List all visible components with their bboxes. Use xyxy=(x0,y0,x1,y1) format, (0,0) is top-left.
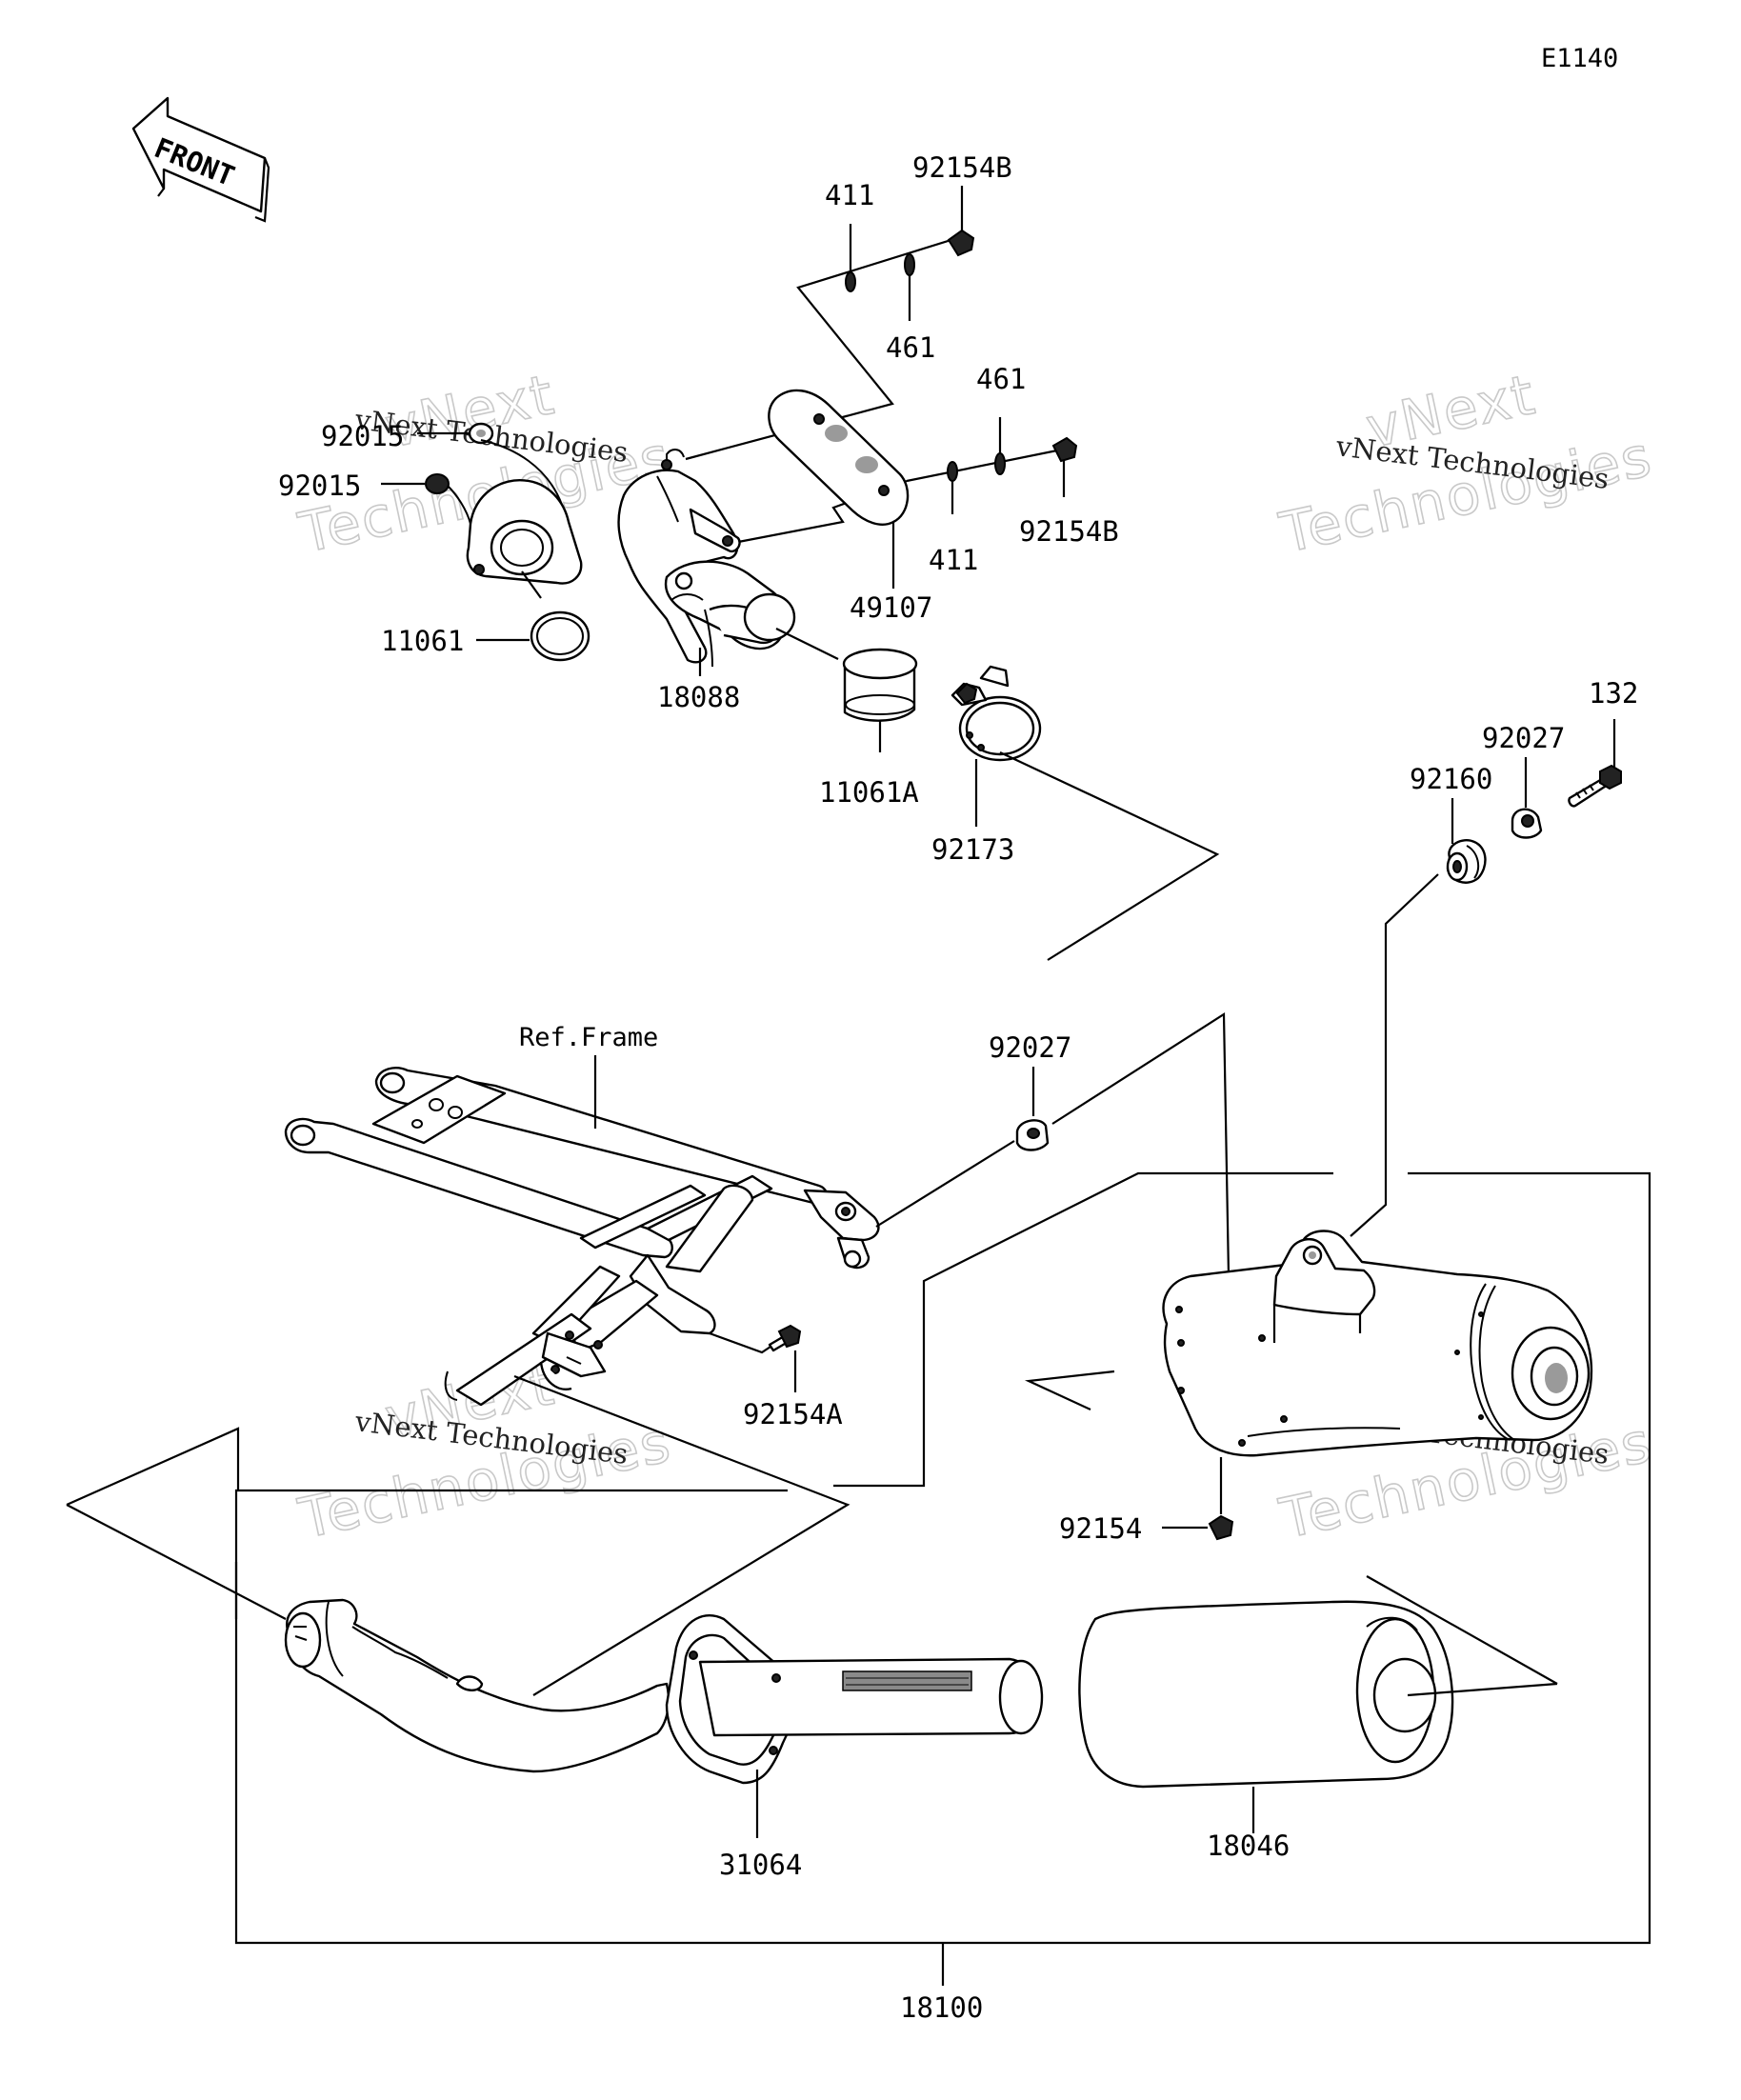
nut-92015-b xyxy=(425,473,450,494)
washer-411-mid xyxy=(947,461,958,482)
callout-18100: 18100 xyxy=(900,1991,983,2024)
silencer-18046 xyxy=(1078,1600,1454,1789)
front-arrow: FRONT xyxy=(131,96,270,223)
callout-11061A: 11061A xyxy=(819,776,919,809)
callout-92154A: 92154A xyxy=(743,1398,843,1430)
heat-guard-49107 xyxy=(768,389,910,526)
callout-31064: 31064 xyxy=(719,1849,802,1881)
grommet-92160 xyxy=(1446,839,1487,884)
figure-code: E1140 xyxy=(1541,44,1618,73)
bolt-92154B-mid xyxy=(1051,436,1078,463)
callout-labels: 92154B 411 461 461 92154B 411 49107 9201… xyxy=(278,151,1638,2024)
callout-132: 132 xyxy=(1589,677,1638,710)
ref-frame-label: Ref.Frame xyxy=(519,1023,658,1052)
callout-49107: 49107 xyxy=(850,591,932,624)
header-pipe-18088 xyxy=(617,449,796,668)
exhaust-pipe-31064 xyxy=(284,1598,1044,1785)
callout-18088: 18088 xyxy=(657,681,740,713)
callout-92015-a: 92015 xyxy=(321,420,404,452)
callout-92154: 92154 xyxy=(1059,1512,1142,1545)
leader-92160-to-muffler xyxy=(1350,873,1439,1237)
bolt-92154B-top xyxy=(947,229,975,257)
clamp-92173 xyxy=(951,665,1042,762)
exhaust-flange xyxy=(447,439,583,585)
collar-92027-mid xyxy=(1015,1119,1050,1151)
callout-411-mid: 411 xyxy=(929,544,978,576)
callout-11061: 11061 xyxy=(381,625,464,657)
callout-461-mid: 461 xyxy=(976,363,1026,395)
callout-92160: 92160 xyxy=(1410,763,1492,795)
callout-92027-top: 92027 xyxy=(1482,722,1565,754)
leader-92027-to-muffler xyxy=(1051,1012,1240,1308)
callout-92015-b: 92015 xyxy=(278,470,361,502)
callout-92154B-top: 92154B xyxy=(912,151,1012,184)
callout-461-top: 461 xyxy=(886,331,935,364)
callout-18046: 18046 xyxy=(1207,1830,1290,1862)
gasket-11061 xyxy=(530,610,590,662)
callout-411-top: 411 xyxy=(825,179,874,211)
muffler-assembly xyxy=(1162,1230,1593,1457)
sub-frame xyxy=(284,1067,880,1407)
screw-92154 xyxy=(1208,1514,1234,1541)
collar-92027-top xyxy=(1511,808,1543,839)
callout-92154B-mid: 92154B xyxy=(1019,515,1119,548)
callout-92027-mid: 92027 xyxy=(989,1031,1071,1064)
washer-461-top xyxy=(904,253,915,276)
bolt-132 xyxy=(1568,764,1622,808)
washer-411-top xyxy=(845,271,856,292)
gasket-11061A xyxy=(842,648,918,722)
bolt-92154A xyxy=(768,1324,802,1352)
washer-461-mid xyxy=(994,452,1006,475)
leader-92173-to-muffler xyxy=(999,751,1220,961)
callout-92173: 92173 xyxy=(931,833,1014,866)
watermark-top-right: vNext Technologies vNext Technologies xyxy=(1273,361,1659,567)
nut-92015-a xyxy=(468,422,494,445)
